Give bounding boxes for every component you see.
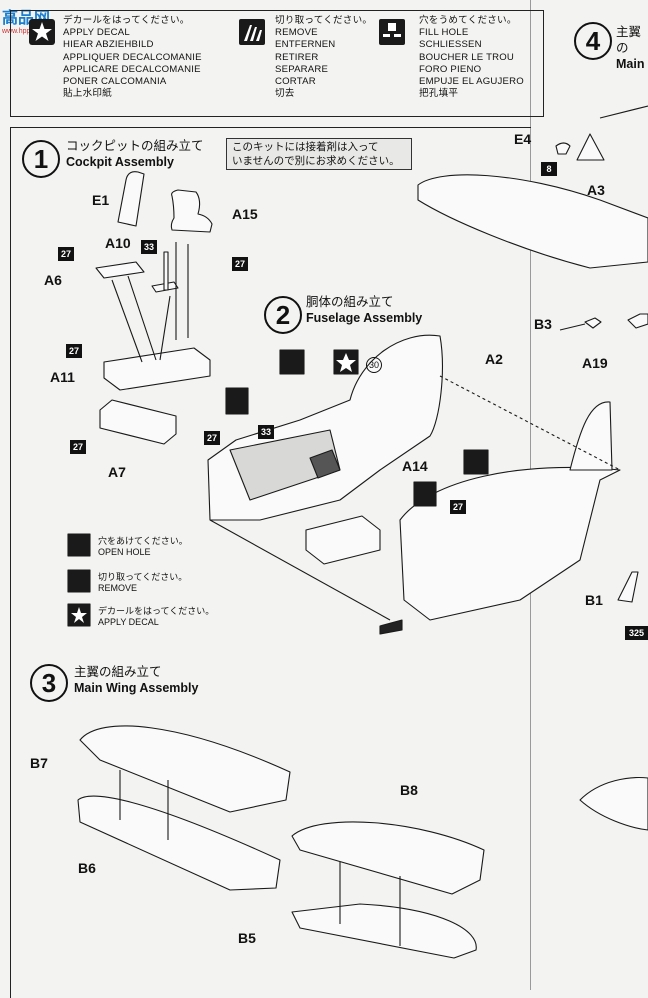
label-e1: E1 <box>92 192 110 208</box>
label-b8: B8 <box>400 782 418 798</box>
part-e1-shape <box>117 171 145 227</box>
part-b8-wing-shape <box>291 821 485 895</box>
step-4-number: 4 <box>574 22 612 60</box>
part-a3-shape <box>576 133 605 161</box>
color-tag-27: 27 <box>58 247 74 261</box>
step4-wing-shape <box>417 174 648 269</box>
label-b3: B3 <box>534 316 552 332</box>
label-a14: A14 <box>402 458 428 474</box>
part-a14-shape <box>309 449 341 479</box>
label-a2: A2 <box>485 351 503 367</box>
fill-hole-icon <box>379 19 405 45</box>
label-a3: A3 <box>587 182 605 198</box>
remove-mini-icon <box>67 569 91 593</box>
color-tag-27: 27 <box>70 440 86 454</box>
color-tag-33: 33 <box>258 425 274 439</box>
label-e4: E4 <box>514 131 532 147</box>
mini-legend-decal: デカールをはってください。APPLY DECAL <box>98 606 215 627</box>
mini-legend-remove: 切り取ってください。REMOVE <box>98 572 188 593</box>
label-b1: B1 <box>585 592 603 608</box>
color-tag-27: 27 <box>66 344 82 358</box>
label-a15: A15 <box>232 206 258 222</box>
part-b7-wing-shape <box>79 725 291 813</box>
part-b3-shape <box>584 317 602 329</box>
step-3-number: 3 <box>30 664 68 702</box>
part-e4-shape <box>555 142 571 155</box>
tail-a19-shape <box>569 401 613 471</box>
steps-frame <box>10 127 531 998</box>
color-tag-27: 27 <box>204 431 220 445</box>
part-b6-wing-shape <box>77 795 281 891</box>
label-a7: A7 <box>108 464 126 480</box>
color-tag-27: 27 <box>450 500 466 514</box>
part-a10-shape <box>163 251 169 291</box>
label-b5: B5 <box>238 930 256 946</box>
color-tag-325: 325 <box>625 626 648 640</box>
step-1-number: 1 <box>22 140 60 178</box>
open-hole-icon <box>67 533 91 557</box>
color-tag-8: 8 <box>541 162 557 176</box>
remove-cutter-icon <box>239 19 265 45</box>
label-a10: A10 <box>105 235 131 251</box>
fuselage-half-a2-shape <box>207 334 443 521</box>
part-a6-shape <box>95 261 145 279</box>
part-b5-wing-shape <box>291 903 477 959</box>
step-2-number: 2 <box>264 296 302 334</box>
part-a7-shape <box>99 399 177 445</box>
part-a11-shape <box>103 347 211 391</box>
label-b6: B6 <box>78 860 96 876</box>
cockpit-floor-assembly-shape <box>305 515 381 565</box>
label-a11: A11 <box>50 369 75 385</box>
label-a19: A19 <box>582 355 608 371</box>
decal-star-icon <box>29 19 55 45</box>
glue-note: このキットには接着剤は入っていませんので別にお求めください。 <box>226 138 412 170</box>
label-b7: B7 <box>30 755 48 771</box>
color-tag-33: 33 <box>141 240 157 254</box>
label-a6: A6 <box>44 272 62 288</box>
mini-legend-open: 穴をあけてください。OPEN HOLE <box>98 536 188 557</box>
part-a15-shape <box>170 189 213 233</box>
decal-number-30: 30 <box>366 357 382 373</box>
color-tag-27: 27 <box>232 257 248 271</box>
